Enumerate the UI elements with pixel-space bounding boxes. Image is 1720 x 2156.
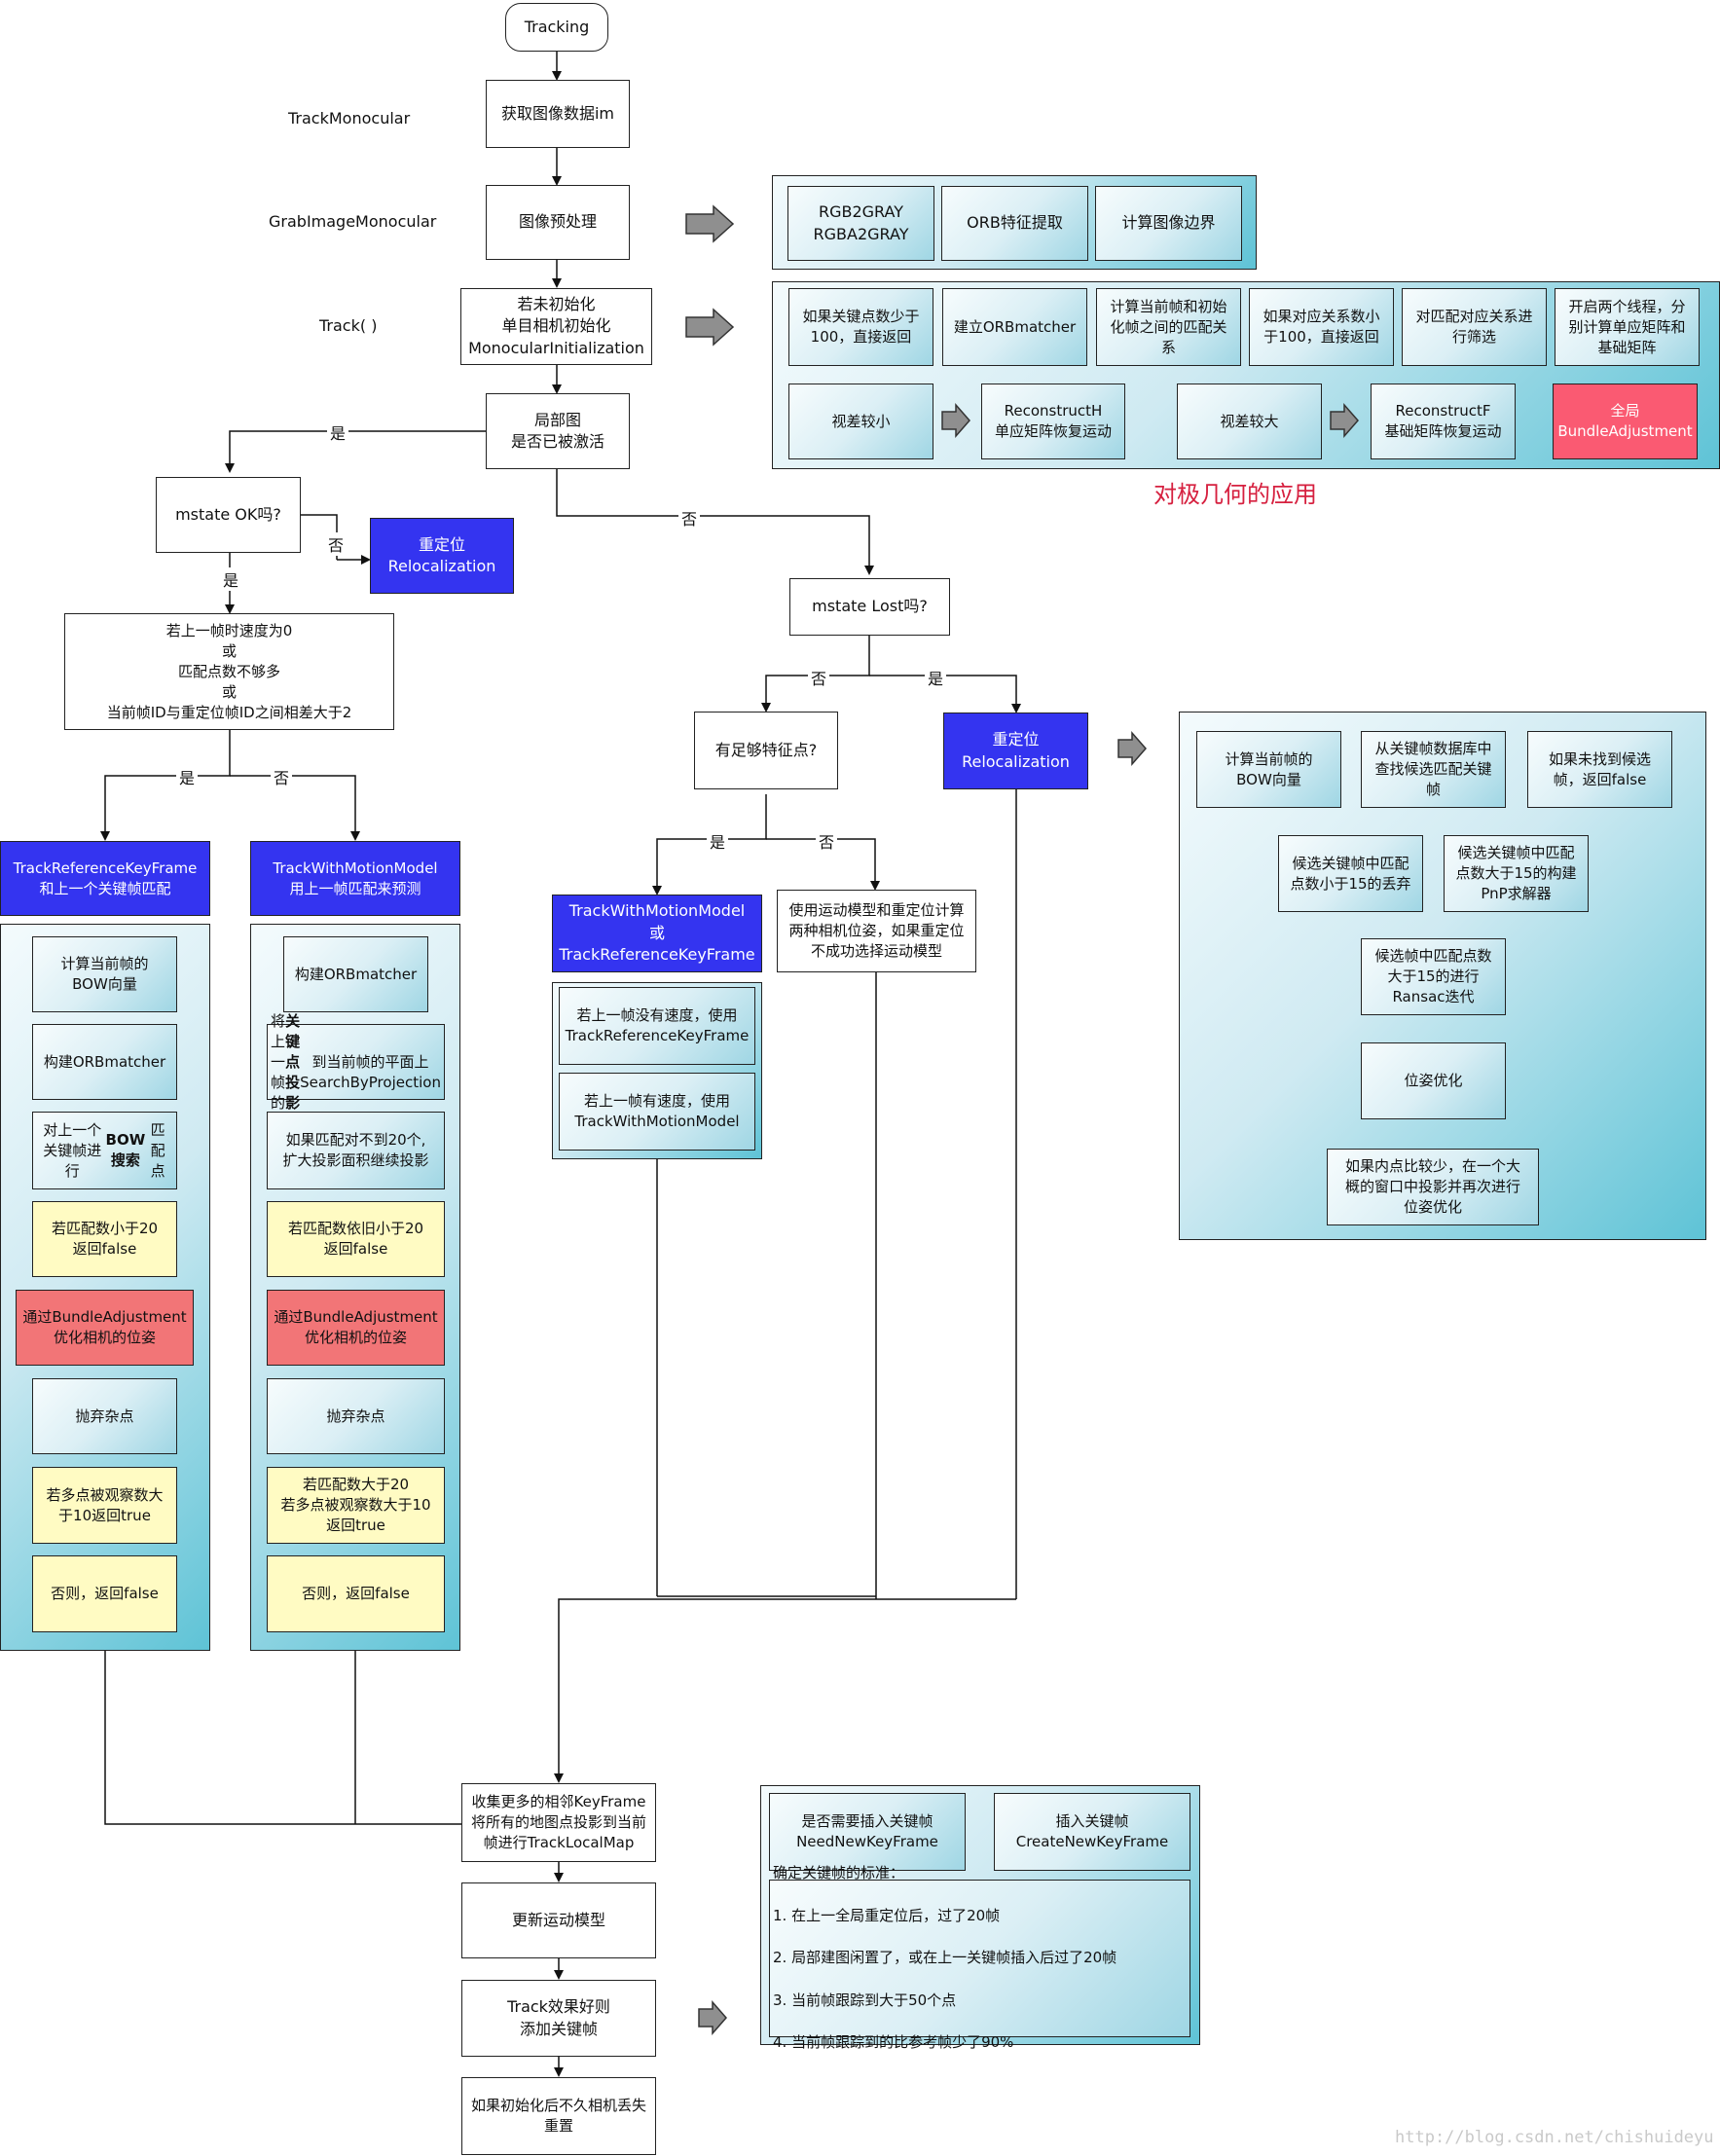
preprocess-step-gray: RGB2GRAY RGBA2GRAY [787,186,934,261]
keyframe-criterion-3: 3. 当前帧跟踪到大于50个点 [773,1991,957,2009]
velocity-check-node: 若上一帧时速度为0 或 匹配点数不够多 或 当前帧ID与重定位帧ID之间相差大于… [64,613,394,730]
add-keyframe-node: Track效果好则 添加关键帧 [461,1980,656,2057]
init-step-keypoints: 如果关键点数少于 100，直接返回 [788,288,933,366]
reloc-step-bow: 计算当前帧的 BOW向量 [1196,731,1341,808]
bold-phrase: BOW搜索 [105,1131,146,1169]
motion-or-ref-velocity: 若上一帧有速度，使用 TrackWithMotionModel [559,1073,755,1151]
keyframe-create-new: 插入关键帧 CreateNewKeyFrame [994,1793,1190,1871]
update-motion-node: 更新运动模型 [461,1882,656,1958]
reloc-step-pose: 位姿优化 [1361,1042,1506,1119]
bold-phrase: 关键点投影 [285,1011,301,1112]
edge-no-stateok: 否 [325,532,348,556]
motion-step-matcher: 构建ORBmatcher [283,936,428,1012]
edge-yes-velocity: 是 [176,765,199,788]
ref-step-bow: 计算当前帧的 BOW向量 [32,936,177,1012]
init-step-small-parallax: 视差较小 [788,384,933,459]
motion-reloc-node: 使用运动模型和重定位计算 两种相机位姿，如果重定位 不成功选择运动模型 [777,890,976,972]
reset-node: 如果初始化后不久相机丢失 重置 [461,2077,656,2155]
preprocess-step-orb: ORB特征提取 [941,186,1088,261]
motion-step-outliers: 抛弃杂点 [267,1378,445,1454]
enough-features-node: 有足够特征点? [694,712,838,789]
init-step-matcher: 建立ORBmatcher [942,288,1087,366]
reloc-step-discard: 候选关键帧中匹配 点数小于15的丢弃 [1278,835,1423,912]
ref-step-too-few: 若匹配数小于20 返回false [32,1201,177,1277]
local-map-node: 局部图 是否已被激活 [486,393,630,469]
reloc-step-pnp: 候选关键帧中匹配 点数大于15的构建 PnP求解器 [1444,835,1589,912]
arrow-large-parallax [1330,403,1359,438]
edge-no-lost: 否 [808,666,830,689]
edge-yes-localmap: 是 [327,420,349,444]
motion-step-projection: 将上一帧的关键点投影 到当前帧的平面上 SearchByProjection [267,1012,445,1112]
state-ok-node: mstate OK吗? [156,477,301,553]
epipolar-caption: 对极几何的应用 [1153,481,1317,508]
motion-step-true: 若匹配数大于20 若多点被观察数大于10 返回true [267,1467,445,1544]
arrow-small-parallax [941,403,970,438]
init-step-reconstructf: ReconstructF 基础矩阵恢复运动 [1371,384,1516,459]
motion-step-ba: 通过BundleAdjustment 优化相机的位姿 [267,1290,445,1366]
keyframe-criteria-title: 确定关键帧的标准： [773,1864,905,1882]
reloc-step-ransac: 候选帧中匹配点数 大于15的进行 Ransac迭代 [1361,938,1506,1015]
preprocess-step-bounds: 计算图像边界 [1095,186,1242,261]
edge-no-features: 否 [816,829,838,853]
motion-step-too-few: 若匹配数依旧小于20 返回false [267,1201,445,1277]
edge-yes-lost: 是 [925,666,947,689]
watermark: http://blog.csdn.net/chishuideyu [1395,2128,1714,2147]
init-step-filter: 对匹配对应关系进 行筛选 [1402,288,1547,366]
arrow-to-reloc-panel [1117,731,1147,766]
state-lost-node: mstate Lost吗? [789,578,950,636]
reloc-right-node: 重定位 Relocalization [943,713,1088,789]
reloc-left-node: 重定位 Relocalization [370,518,514,594]
reloc-step-window: 如果内点比较少，在一个大 概的窗口中投影并再次进行 位姿优化 [1327,1149,1539,1225]
keyframe-criterion-1: 1. 在上一全局重定位后，过了20帧 [773,1906,1001,1924]
edge-no-velocity: 否 [271,765,293,788]
motion-or-ref-no-velocity: 若上一帧没有速度，使用 TrackReferenceKeyFrame [559,987,755,1065]
ref-step-false: 否则，返回false [32,1555,177,1632]
arrow-to-init-panel [685,308,735,347]
ref-step-ba: 通过BundleAdjustment 优化相机的位姿 [16,1290,194,1366]
keyframe-criterion-2: 2. 局部建图闲置了，或在上一关键帧插入后过了20帧 [773,1949,1117,1967]
keyframe-need-new: 是否需要插入关键帧 NeedNewKeyFrame [769,1793,966,1871]
edge-yes-stateok: 是 [220,567,242,591]
edge-no-localmap: 否 [678,506,701,530]
motion-step-false: 否则，返回false [267,1555,445,1632]
get-image-node: 获取图像数据im [486,80,630,148]
track-motion-node: TrackWithMotionModel 用上一帧匹配来预测 [250,841,460,916]
track-ref-node: TrackReferenceKeyFrame 和上一个关键帧匹配 [0,841,210,916]
init-node: 若未初始化 单目相机初始化 MonocularInitialization [460,288,652,365]
ref-step-outliers: 抛弃杂点 [32,1378,177,1454]
init-step-threads: 开启两个线程，分 别计算单应矩阵和 基础矩阵 [1555,288,1700,366]
motion-or-ref-node: TrackWithMotionModel 或 TrackReferenceKey… [552,895,762,972]
label-track-fn: Track( ) [319,316,378,335]
init-step-match: 计算当前帧和初始 化帧之间的匹配关 系 [1096,288,1241,366]
keyframe-criteria: 确定关键帧的标准： 1. 在上一全局重定位后，过了20帧 2. 局部建图闲置了，… [769,1864,1190,2051]
label-track-monocular: TrackMonocular [288,109,411,128]
reloc-step-candidates: 从关键帧数据库中 查找候选匹配关键 帧 [1361,731,1506,808]
keyframe-criterion-4: 4. 当前帧跟踪到的比参考帧少了90% [773,2033,1014,2052]
init-step-reconstructh: ReconstructH 单应矩阵恢复运动 [981,384,1125,459]
init-step-large-parallax: 视差较大 [1177,384,1322,459]
arrow-to-keyframe-panel [698,2000,727,2035]
motion-step-expand: 如果匹配对不到20个, 扩大投影面积继续投影 [267,1112,445,1189]
edge-yes-features: 是 [707,829,729,853]
preprocess-node: 图像预处理 [486,185,630,260]
arrow-to-preprocess-panel [685,204,735,243]
track-local-map-node: 收集更多的相邻KeyFrame 将所有的地图点投影到当前 帧进行TrackLoc… [461,1783,656,1862]
ref-step-true: 若多点被观察数大 于10返回true [32,1467,177,1544]
ref-step-matcher: 构建ORBmatcher [32,1024,177,1100]
label-grab-image: GrabImageMonocular [269,212,437,231]
start-node: Tracking [505,3,608,52]
init-step-correspondence: 如果对应关系数小 于100，直接返回 [1249,288,1394,366]
init-step-global-ba: 全局 BundleAdjustment [1553,384,1698,459]
reloc-step-none: 如果未找到候选 帧，返回false [1527,731,1672,808]
